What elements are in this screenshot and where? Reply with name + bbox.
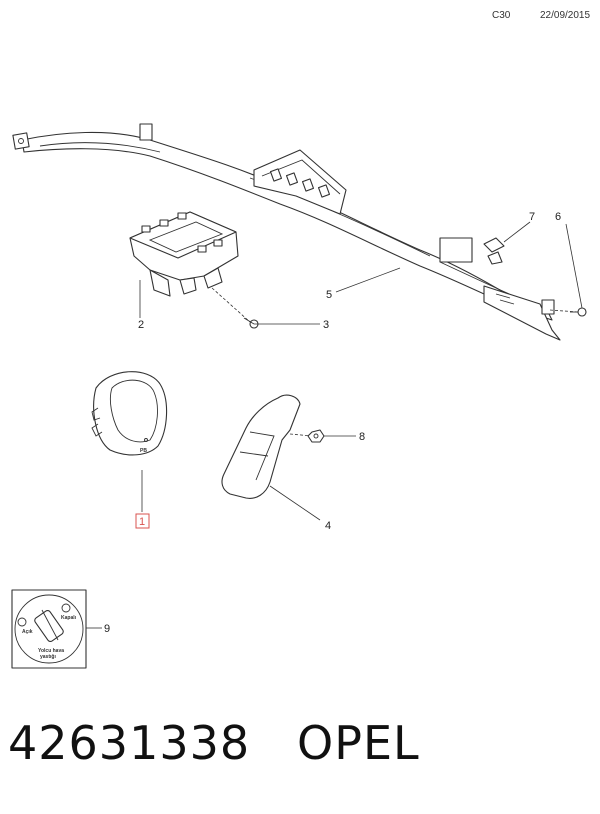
- label-closed-text: Kapalı: [61, 615, 77, 621]
- side-airbag-part-4[interactable]: [221, 394, 313, 499]
- callout-7[interactable]: 7: [529, 211, 535, 223]
- callout-9[interactable]: 9: [104, 623, 110, 635]
- driver-airbag-part-1[interactable]: PB: [91, 371, 168, 456]
- callout-3[interactable]: 3: [323, 319, 329, 331]
- diagram-code: C30: [492, 10, 511, 21]
- warning-label-part-9[interactable]: Açık Kapalı Yolcu hava yastığı: [11, 589, 87, 669]
- clip-part-7[interactable]: [483, 237, 505, 265]
- label-caption-line2: yastığı: [40, 654, 56, 660]
- callout-5[interactable]: 5: [326, 289, 332, 301]
- label-caption-line1: Yolcu hava: [38, 648, 64, 654]
- leader-lines: [86, 221, 583, 629]
- callout-2[interactable]: 2: [138, 319, 144, 331]
- inflator-module: [253, 149, 347, 215]
- callout-1[interactable]: 1: [139, 516, 145, 528]
- diagram-date: 22/09/2015: [540, 10, 591, 21]
- screw-part-3[interactable]: [243, 317, 259, 329]
- nut-part-8[interactable]: [307, 429, 325, 443]
- passenger-airbag-module-part-2[interactable]: [129, 211, 251, 323]
- svg-text:PB: PB: [140, 448, 147, 454]
- parts-diagram: PB Açık Kapalı Yolcu hava yastığı: [11, 123, 587, 669]
- label-open-text: Açık: [22, 629, 33, 635]
- callout-8[interactable]: 8: [359, 431, 365, 443]
- bolt-part-6[interactable]: [570, 307, 587, 317]
- callout-6[interactable]: 6: [555, 211, 561, 223]
- footer-part-info: 42631338 OPEL: [8, 716, 420, 770]
- curtain-airbag-part-5[interactable]: [12, 123, 579, 341]
- callout-1-box: [135, 513, 150, 529]
- callout-4[interactable]: 4: [325, 520, 331, 532]
- brand-name: OPEL: [297, 716, 420, 770]
- part-number: 42631338: [8, 716, 251, 770]
